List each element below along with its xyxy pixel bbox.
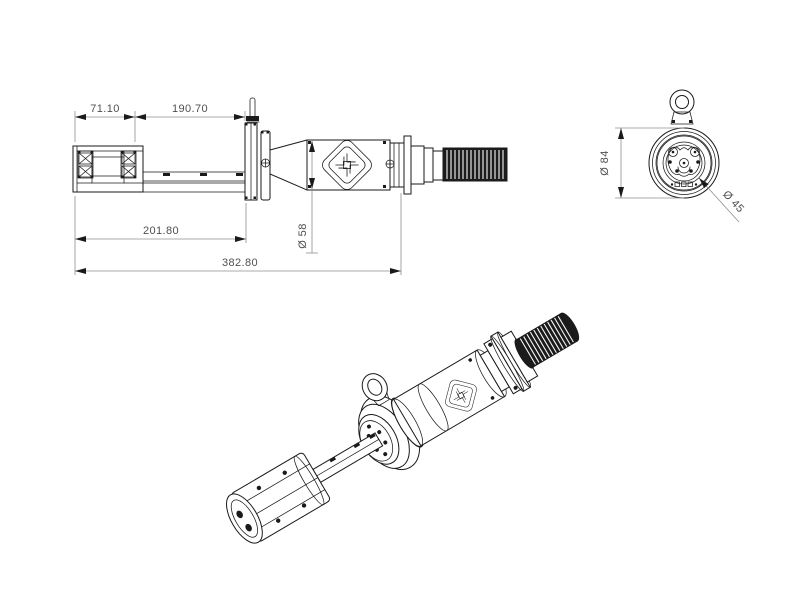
lifting-eye-icon — [669, 89, 695, 125]
end-view: Ø 84 Ø 45 — [599, 89, 746, 223]
dim-label: 201.80 — [143, 225, 179, 237]
dimension-seg-left: 71.10 — [74, 103, 136, 142]
flange-disc — [403, 135, 412, 195]
iso-flange — [479, 330, 539, 395]
dimension-shaft-length: 201.80 — [74, 196, 247, 275]
thread-section — [442, 147, 508, 182]
connector-face — [667, 146, 701, 187]
gland-nut — [410, 145, 444, 185]
fork-head — [72, 145, 144, 193]
dimension-outer-diameter: Ø 84 — [599, 127, 684, 199]
dimension-inner-diameter: Ø 45 — [698, 177, 746, 223]
dim-label: Ø 45 — [720, 189, 746, 216]
dimension-overall-length: 382.80 — [75, 193, 402, 275]
iso-fork-head — [226, 452, 331, 544]
main-body — [269, 137, 391, 193]
rear-collar — [385, 135, 444, 195]
locking-pin — [246, 97, 260, 123]
mounting-flange — [244, 97, 271, 201]
iso-lifting-eye-icon — [361, 373, 390, 407]
dim-label: 71.10 — [90, 103, 120, 115]
dim-label: Ø 58 — [297, 223, 309, 248]
dim-label: Ø 84 — [599, 150, 611, 175]
connector-pins — [668, 147, 700, 174]
dim-label: 382.80 — [222, 257, 258, 269]
isometric-view — [226, 312, 580, 544]
side-view: 71.10 190.70 201.80 382.80 Ø 58 — [72, 97, 508, 275]
dimension-body-diameter: Ø 58 — [297, 141, 318, 254]
bolt-detail — [120, 150, 137, 179]
shaft — [142, 171, 246, 193]
dimension-seg-right: 190.70 — [135, 103, 246, 121]
bolt-detail — [77, 150, 94, 179]
screw-head-icon — [385, 159, 395, 169]
screw-head-icon — [261, 158, 270, 168]
iso-thread-section — [514, 312, 580, 369]
brand-logo-icon — [319, 137, 375, 193]
polarization-key — [670, 181, 698, 187]
dim-label: 190.70 — [172, 103, 208, 115]
